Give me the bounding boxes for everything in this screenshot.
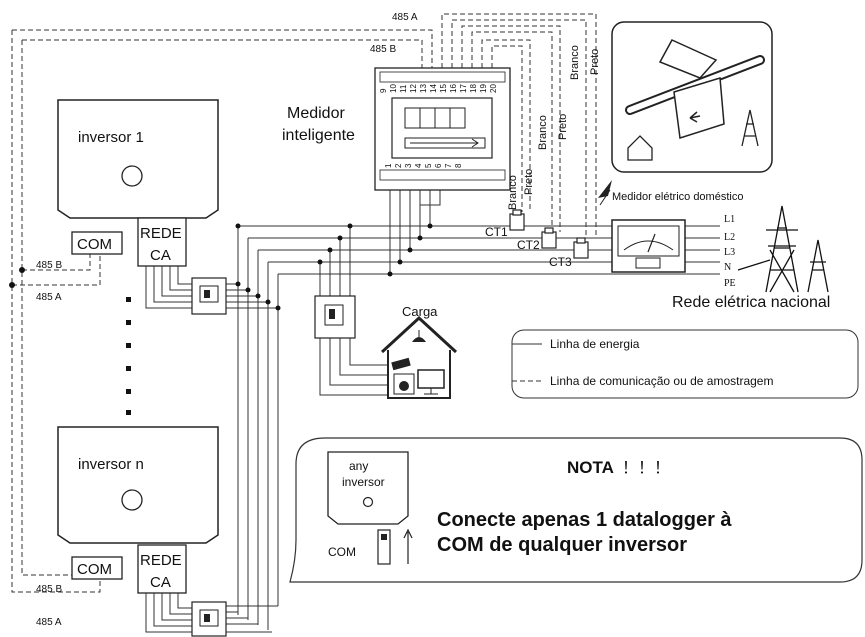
load-house-icon bbox=[380, 315, 458, 399]
home-meter-label: Medidor elétrico doméstico bbox=[612, 191, 743, 203]
wire-white-label: Branco bbox=[507, 175, 519, 210]
meter-terminal-number: 1 bbox=[384, 163, 393, 168]
com-label: COM bbox=[77, 561, 112, 578]
inverter-led bbox=[121, 165, 143, 187]
rs485-b-label: 485 B bbox=[370, 44, 396, 55]
rs485-a-label: 485 A bbox=[36, 292, 62, 303]
house-icon bbox=[627, 135, 653, 161]
line-l3-label: L3 bbox=[724, 247, 735, 258]
ac-label-line1: REDE bbox=[140, 552, 182, 569]
bus-junction bbox=[9, 282, 15, 288]
communication-wires bbox=[11, 13, 597, 593]
com-port bbox=[71, 556, 123, 580]
ac-breaker-1 bbox=[191, 277, 227, 315]
note-line1: Conecte apenas 1 datalogger à bbox=[437, 509, 732, 531]
note-exclamations: ！！！ bbox=[622, 460, 670, 477]
bus-junction bbox=[19, 267, 25, 273]
rs485-b-label: 485 B bbox=[36, 260, 62, 271]
wire-white-label: Branco bbox=[569, 45, 581, 80]
ac-label-line1: REDE bbox=[140, 225, 182, 242]
rs485-a-label: 485 A bbox=[392, 12, 418, 23]
meter-terminal-number: 13 bbox=[419, 84, 428, 93]
wire-black-label: Preto bbox=[557, 114, 569, 140]
meter-terminal-number: 9 bbox=[379, 88, 388, 93]
legend-comm-label: Linha de comunicação ou de amostragem bbox=[550, 374, 773, 388]
meter-label-line2: inteligente bbox=[282, 127, 355, 144]
inverter-1: inversor 1 COM REDE CA bbox=[57, 99, 219, 267]
note-box bbox=[289, 437, 863, 583]
ac-label-line2: CA bbox=[150, 247, 171, 264]
meter-terminal-number: 12 bbox=[409, 84, 418, 93]
legend-power-label: Linha de energia bbox=[550, 337, 640, 351]
wire-black-label: Preto bbox=[523, 169, 535, 195]
up-arrow-icon bbox=[403, 528, 413, 564]
ellipsis-dots bbox=[126, 297, 131, 415]
note-com-label: COM bbox=[328, 545, 356, 559]
load-label: Carga bbox=[402, 304, 438, 319]
inverter-name: inversor 1 bbox=[78, 129, 144, 146]
ct2-label: CT2 bbox=[517, 238, 540, 252]
line-l1-label: L1 bbox=[724, 214, 735, 225]
ac-breaker-n bbox=[191, 601, 227, 637]
meter-terminal-number: 17 bbox=[459, 84, 468, 93]
smart-meter bbox=[374, 67, 511, 191]
ct-clamp-inset bbox=[611, 21, 773, 173]
meter-terminal-number: 11 bbox=[399, 84, 408, 93]
meter-terminal-number: 18 bbox=[469, 84, 478, 93]
ct3-label: CT3 bbox=[549, 255, 572, 269]
meter-terminal-number: 19 bbox=[479, 84, 488, 93]
current-transformers bbox=[509, 209, 589, 259]
ct1-label: CT1 bbox=[485, 225, 508, 239]
meter-terminal-number: 15 bbox=[439, 84, 448, 93]
legend bbox=[511, 329, 859, 399]
meter-terminal-number: 3 bbox=[404, 163, 413, 168]
inverter-led bbox=[121, 489, 143, 511]
meter-terminal-number: 8 bbox=[454, 163, 463, 168]
line-pe-label: PE bbox=[724, 278, 736, 289]
inverter-n: inversor n COM REDE CA bbox=[57, 426, 219, 594]
meter-terminal-number: 2 bbox=[394, 163, 403, 168]
note-inverter-icon bbox=[327, 451, 409, 525]
line-l2-label: L2 bbox=[724, 232, 735, 243]
com-label: COM bbox=[77, 236, 112, 253]
rs485-a-label: 485 A bbox=[36, 617, 62, 628]
meter-terminal-number: 7 bbox=[444, 163, 453, 168]
ac-port bbox=[137, 544, 187, 594]
load-breaker bbox=[314, 295, 356, 339]
note-inverter-label: inversor bbox=[342, 475, 385, 489]
power-busbars bbox=[145, 190, 720, 633]
meter-label-line1: Medidor bbox=[287, 105, 345, 122]
ac-label-line2: CA bbox=[150, 574, 171, 591]
meter-terminal-number: 6 bbox=[434, 163, 443, 168]
grid-label: Rede elétrica nacional bbox=[672, 294, 830, 311]
inverter-name: inversor n bbox=[78, 456, 144, 473]
com-port bbox=[71, 231, 123, 255]
transmission-tower-icon bbox=[737, 205, 829, 293]
note-title: NOTA bbox=[567, 458, 614, 477]
wire-black-label: Preto bbox=[589, 49, 601, 75]
meter-terminal-number: 5 bbox=[424, 163, 433, 168]
meter-terminal-number: 16 bbox=[449, 84, 458, 93]
note-any-label: any bbox=[349, 459, 368, 473]
household-meter bbox=[611, 219, 686, 273]
bus-dots bbox=[235, 175, 433, 311]
meter-terminal-number: 4 bbox=[414, 163, 423, 168]
meter-terminal-number: 20 bbox=[489, 84, 498, 93]
rs485-b-label: 485 B bbox=[36, 584, 62, 595]
wire-white-label: Branco bbox=[537, 115, 549, 150]
arrow-head bbox=[598, 180, 612, 198]
meter-terminal-number: 10 bbox=[389, 84, 398, 93]
note-line2: COM de qualquer inversor bbox=[437, 534, 687, 556]
line-n-label: N bbox=[724, 262, 731, 273]
meter-terminal-number: 14 bbox=[429, 84, 438, 93]
